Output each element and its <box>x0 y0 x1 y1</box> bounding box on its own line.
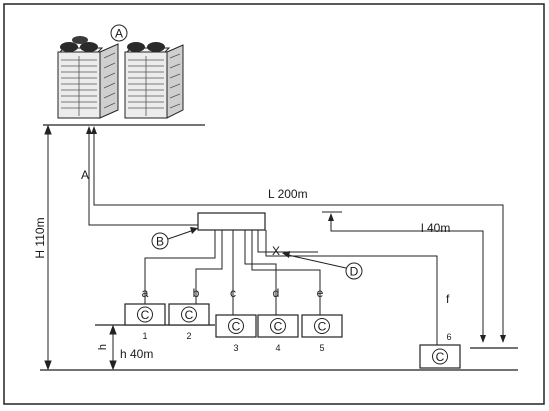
height-dimension-h <box>109 324 117 371</box>
svg-text:C: C <box>436 350 445 364</box>
indoor-unit-1-number: 1 <box>142 331 147 341</box>
pipe-b-label: b <box>193 286 200 300</box>
indoor-unit-5-number: 5 <box>319 343 324 353</box>
pipe-d-label: d <box>273 286 280 300</box>
indoor-unit-3: C <box>215 314 257 338</box>
svg-text:A: A <box>115 27 123 41</box>
pipe-c-label: c <box>230 286 236 300</box>
outdoor-unit-right <box>124 42 184 119</box>
indoor-unit-4: C <box>257 314 299 338</box>
branch-point-X-label: X <box>272 244 280 258</box>
outdoor-unit-left <box>57 36 119 119</box>
farthest-length-label: l 40m <box>421 221 450 235</box>
pipe-a-label: a <box>142 286 149 300</box>
indoor-unit-6: C <box>419 344 461 369</box>
svg-text:C: C <box>232 320 241 334</box>
height-h-symbol: h <box>97 344 109 350</box>
indoor-unit-2: C <box>168 303 210 326</box>
pipe-A-label: A <box>81 168 89 182</box>
main-pipe <box>86 126 506 343</box>
farthest-length-dimension <box>322 211 486 343</box>
pipe-f-label: f <box>446 292 450 306</box>
indoor-unit-6-number: 6 <box>446 332 451 342</box>
branch-point-marker: D <box>282 251 363 280</box>
height-h-label: h 40m <box>120 347 153 361</box>
branch-pipes <box>144 230 438 345</box>
indoor-unit-1: C <box>124 303 166 326</box>
frame-border <box>3 3 545 405</box>
indoor-unit-4-number: 4 <box>275 343 280 353</box>
branch-header <box>197 212 266 231</box>
outdoor-unit-marker: A <box>110 24 128 42</box>
svg-text:C: C <box>274 320 283 334</box>
indoor-unit-2-number: 2 <box>186 331 191 341</box>
svg-text:D: D <box>350 265 359 279</box>
indoor-unit-5: C <box>301 314 343 338</box>
height-dimension-H <box>44 124 52 371</box>
svg-text:C: C <box>318 320 327 334</box>
svg-text:C: C <box>185 308 194 322</box>
svg-text:C: C <box>141 308 150 322</box>
height-H-label: H 110m <box>33 217 47 258</box>
svg-text:B: B <box>156 235 164 249</box>
indoor-unit-3-number: 3 <box>233 343 238 353</box>
branch-header-marker: B <box>151 227 198 250</box>
total-length-label: L 200m <box>268 187 308 201</box>
pipe-e-label: e <box>317 286 324 300</box>
